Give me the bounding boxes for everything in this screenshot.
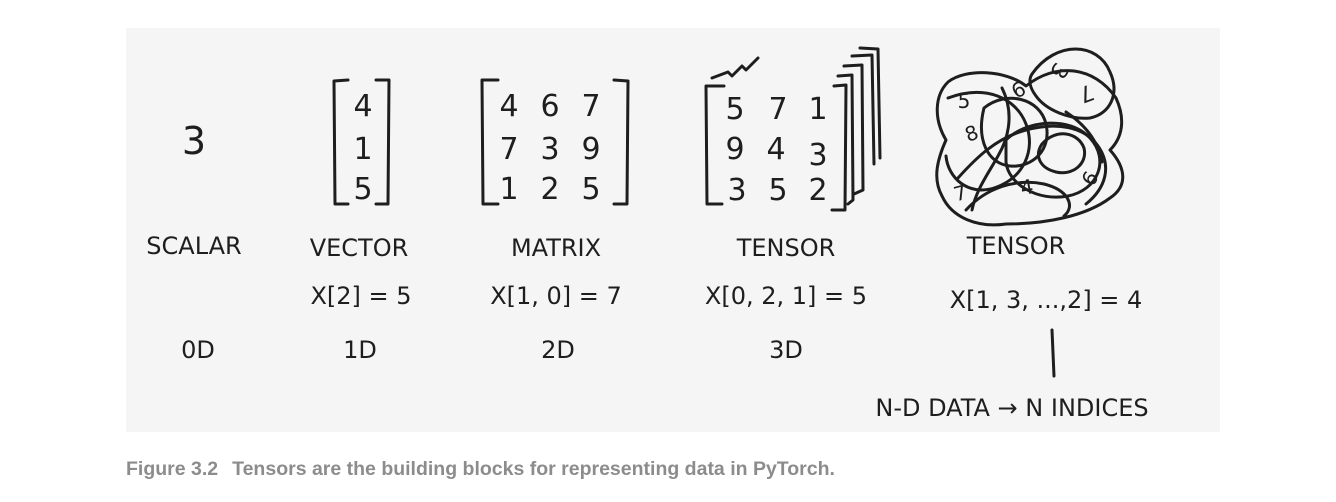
blob-number: 8 bbox=[962, 120, 982, 147]
matrix-cell: 7 bbox=[499, 132, 518, 167]
matrix-cell: 7 bbox=[581, 89, 600, 124]
blob-number: 7 bbox=[1075, 78, 1097, 106]
tensor3d-back-bracket bbox=[850, 53, 876, 166]
tensor-nd-loop bbox=[1004, 121, 1102, 199]
blob-number: 7 bbox=[951, 180, 970, 206]
figure-number: Figure 3.2 bbox=[126, 458, 219, 480]
tensor-nd-loop bbox=[944, 90, 1031, 192]
scalar-label: SCALAR bbox=[146, 232, 241, 260]
tensor3d-index: X[0, 2, 1] = 5 bbox=[705, 282, 867, 310]
tensor-diagram: 3 SCALAR 0D 4 1 5 VECTOR X[2] = 5 1D 4 6… bbox=[146, 46, 1149, 422]
blob-number: 5 bbox=[958, 89, 971, 113]
tensor3d-back-bracket bbox=[842, 63, 865, 196]
matrix-cell: 5 bbox=[581, 172, 600, 207]
tensor3d-cell: 3 bbox=[727, 173, 746, 208]
vector-right-bracket bbox=[374, 78, 391, 206]
tensor3d-cell: 7 bbox=[768, 92, 787, 127]
tensor3d-right-bracket bbox=[830, 83, 848, 212]
tensor3d-cell: 2 bbox=[808, 173, 827, 208]
vector-index: X[2] = 5 bbox=[310, 282, 411, 310]
tensor3d-cell: 4 bbox=[766, 132, 785, 167]
tensor-nd-blob: 5 6 3 7 8 7 4 6 bbox=[935, 47, 1125, 227]
vector-cell: 4 bbox=[353, 89, 372, 124]
tensor3d-cell: 3 bbox=[808, 138, 827, 173]
tensor-nd-loop bbox=[1028, 47, 1116, 120]
vector-cell: 5 bbox=[353, 172, 372, 207]
tensor3d-cell: 1 bbox=[808, 92, 827, 127]
tensor3d-cell: 9 bbox=[725, 132, 744, 167]
blob-number: 3 bbox=[1044, 58, 1073, 83]
figure-panel: 3 SCALAR 0D 4 1 5 VECTOR X[2] = 5 1D 4 6… bbox=[126, 28, 1220, 432]
tensor-nd-loop bbox=[970, 86, 1011, 212]
tensor3d-cell: 5 bbox=[768, 173, 787, 208]
blob-number: 4 bbox=[1018, 174, 1035, 200]
vector-dim: 1D bbox=[343, 336, 377, 364]
matrix-cell: 6 bbox=[540, 89, 559, 124]
matrix-cell: 9 bbox=[581, 132, 600, 167]
scalar-value: 3 bbox=[182, 119, 206, 163]
scalar-dim: 0D bbox=[181, 336, 215, 364]
matrix-cell: 3 bbox=[540, 132, 559, 167]
tensor-nd-pointer-line bbox=[1050, 328, 1056, 378]
vector-cell: 1 bbox=[353, 132, 372, 167]
tensor3d-depth-scribble bbox=[710, 56, 760, 80]
matrix-right-bracket bbox=[612, 78, 630, 206]
tensor-nd-note: N-D DATA → N INDICES bbox=[875, 394, 1148, 422]
tensor-nd-loop bbox=[964, 180, 1071, 218]
tensor-nd-loop bbox=[956, 124, 1108, 206]
matrix-cell: 1 bbox=[499, 172, 518, 207]
figure-caption: Figure 3.2 Tensors are the building block… bbox=[126, 458, 835, 481]
matrix-cell: 4 bbox=[499, 89, 518, 124]
matrix-label: MATRIX bbox=[511, 234, 601, 262]
tensor3d-back-bracket bbox=[836, 73, 855, 206]
tensor3d-cell: 5 bbox=[725, 92, 744, 127]
figure-caption-text: Tensors are the building blocks for repr… bbox=[232, 458, 835, 480]
tensor-nd-loop bbox=[1064, 110, 1104, 164]
tensor3d-left-bracket bbox=[704, 84, 726, 206]
vector-label: VECTOR bbox=[310, 234, 409, 262]
tensor3d-back-bracket bbox=[858, 46, 882, 160]
tensor3d-label: TENSOR bbox=[736, 234, 836, 262]
tensor3d-dim: 3D bbox=[769, 336, 803, 364]
vector-left-bracket bbox=[332, 78, 350, 206]
matrix-left-bracket bbox=[480, 78, 500, 206]
tensor-nd-loop bbox=[1037, 132, 1087, 175]
matrix-cell: 2 bbox=[540, 172, 559, 207]
tensor-nd-index: X[1, 3, ...,2] = 4 bbox=[950, 286, 1143, 314]
matrix-index: X[1, 0] = 7 bbox=[490, 282, 622, 310]
tensor-nd-outer-loop bbox=[935, 69, 1125, 227]
tensor-nd-label: TENSOR bbox=[966, 232, 1066, 260]
matrix-dim: 2D bbox=[541, 336, 575, 364]
